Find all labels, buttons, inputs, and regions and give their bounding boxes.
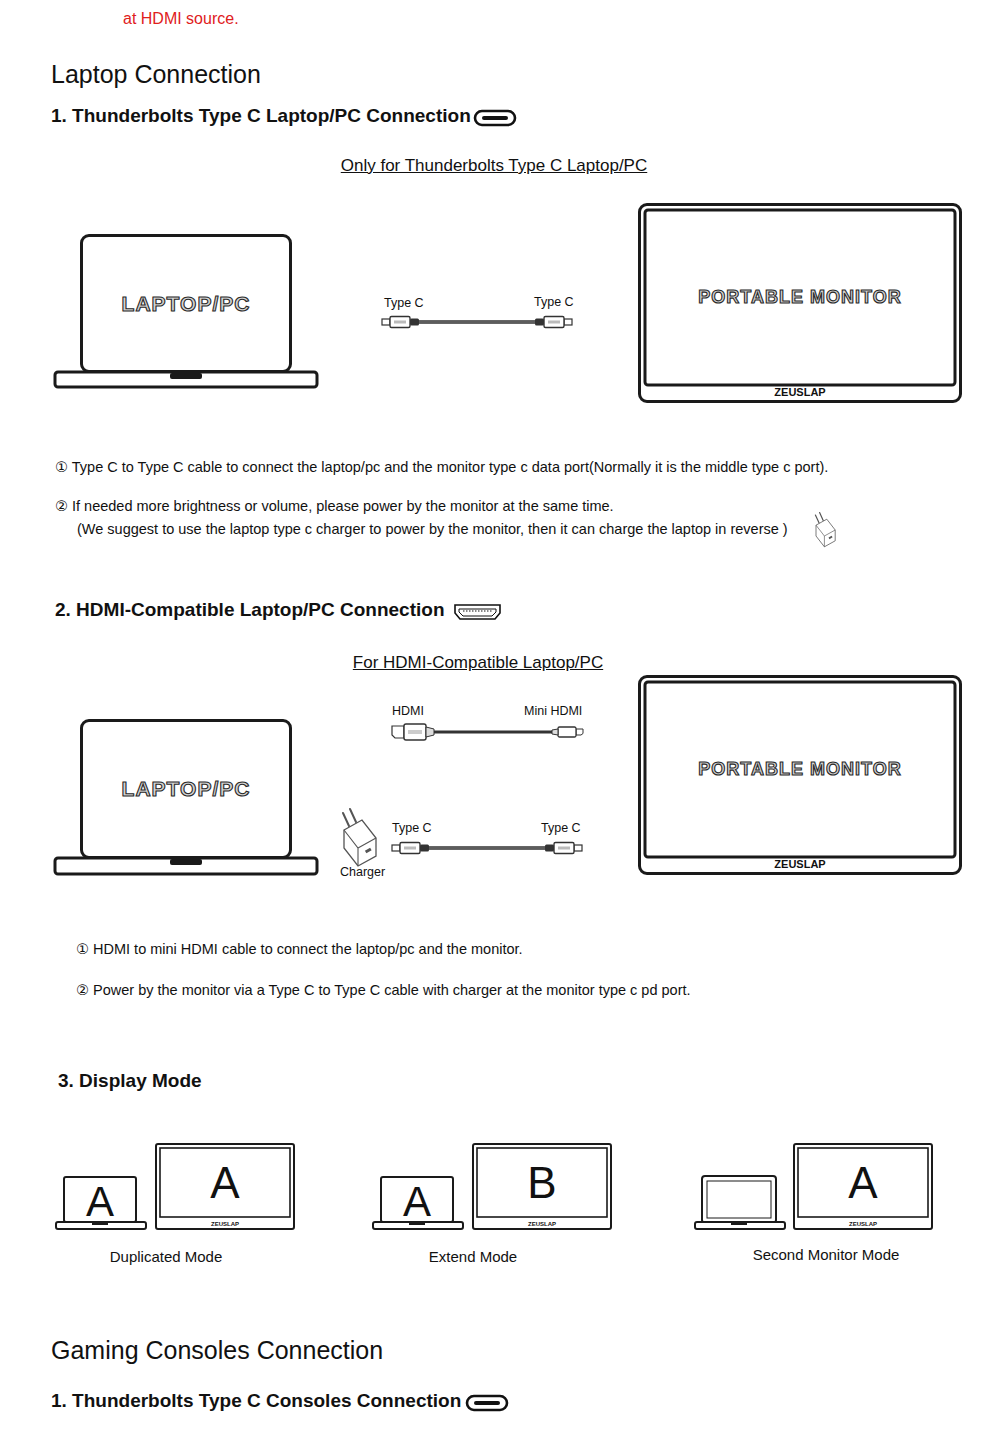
monitor-frame: PORTABLE MONITOR ZEUSLAP <box>638 203 962 403</box>
laptop-screen: LAPTOP/PC <box>80 234 292 373</box>
note-text: ② If needed more brightness or volume, p… <box>55 498 614 515</box>
drawing-part <box>545 843 582 854</box>
brand-label: ZEUSLAP <box>774 386 825 398</box>
brand-label: ZEUSLAP <box>849 1221 877 1228</box>
drawing-part <box>815 513 835 547</box>
drawing-part <box>702 1176 776 1223</box>
screen-label: LAPTOP/PC <box>122 777 251 800</box>
drawing-part <box>731 1222 747 1225</box>
drawing-part <box>707 1181 771 1218</box>
drawing-part <box>55 858 317 874</box>
cable-label: Mini HDMI <box>524 704 582 719</box>
section-heading: 1. Thunderbolts Type C Laptop/PC Connect… <box>51 105 471 128</box>
cable-label: Type C <box>541 821 581 836</box>
section-heading: 2. HDMI-Compatible Laptop/PC Connection <box>55 599 445 622</box>
cable-label: Type C <box>384 296 424 311</box>
laptop-screen: A <box>380 1176 454 1223</box>
drawing-part <box>645 682 955 857</box>
drawing-part <box>552 727 583 737</box>
drawing-part <box>455 605 500 619</box>
drawing-part <box>477 1148 607 1217</box>
drawing-part <box>798 1148 928 1217</box>
screen-letter: B <box>527 1159 556 1207</box>
note-text: ① HDMI to mini HDMI cable to connect the… <box>76 941 523 958</box>
drawing-part <box>455 605 500 619</box>
drawing-part <box>55 372 317 387</box>
drawing-part <box>695 1222 785 1229</box>
drawing-part <box>434 731 552 734</box>
section-heading: Gaming Consoles Connection <box>51 1335 383 1365</box>
drawing-part <box>475 111 515 125</box>
drawing-part <box>429 846 545 850</box>
section-heading: 3. Display Mode <box>58 1070 202 1093</box>
cable-label: HDMI <box>392 704 424 719</box>
screen-letter: A <box>848 1159 877 1207</box>
drawing-part <box>419 322 535 323</box>
drawing-part <box>160 1148 290 1217</box>
note-text: at HDMI source. <box>123 9 239 28</box>
screen-letter: A <box>403 1178 431 1224</box>
drawing-part <box>382 317 419 328</box>
section-heading: Laptop Connection <box>51 59 261 89</box>
drawing-part <box>467 1396 507 1410</box>
drawing-part <box>463 611 493 612</box>
brand-label: ZEUSLAP <box>528 1221 556 1228</box>
monitor-frame: PORTABLE MONITOR ZEUSLAP <box>638 675 962 875</box>
screen-letter: A <box>86 1178 114 1224</box>
subheading: For HDMI-Compatible Laptop/PC <box>353 653 603 673</box>
note-text: ② Power by the monitor via a Type C to T… <box>76 982 691 999</box>
brand-label: ZEUSLAP <box>774 858 825 870</box>
drawing-part <box>645 210 955 385</box>
laptop-screen: A <box>63 1176 137 1223</box>
drawing-part <box>459 609 496 616</box>
note-text: (We suggest to use the laptop type c cha… <box>77 521 788 538</box>
drawing-part <box>392 843 429 854</box>
laptop-screen: LAPTOP/PC <box>80 719 292 859</box>
monitor-frame: A ZEUSLAP <box>155 1143 295 1230</box>
monitor-frame: A ZEUSLAP <box>793 1143 933 1230</box>
screen-label: PORTABLE MONITOR <box>698 760 901 780</box>
drawing-part <box>170 373 202 379</box>
drawing-part <box>429 848 545 849</box>
drawing-part <box>419 320 535 324</box>
cable-label: Type C <box>392 821 432 836</box>
note-text: Extend Mode <box>429 1248 517 1266</box>
section-heading: 1. Thunderbolts Type C Consoles Connecti… <box>51 1390 461 1413</box>
screen-label: PORTABLE MONITOR <box>698 288 901 308</box>
drawing-part <box>343 809 376 866</box>
screen-label: LAPTOP/PC <box>122 292 251 315</box>
cable-label: Charger <box>340 865 385 880</box>
subheading: Only for Thunderbolts Type C Laptop/PC <box>341 156 648 176</box>
drawing-part <box>170 859 202 865</box>
note-text: ① Type C to Type C cable to connect the … <box>55 459 828 476</box>
drawing-part <box>392 724 434 740</box>
monitor-frame: B ZEUSLAP <box>472 1143 612 1230</box>
screen-letter: A <box>210 1159 239 1207</box>
cable-label: Type C <box>534 295 574 310</box>
note-text: Second Monitor Mode <box>753 1246 900 1264</box>
note-text: Duplicated Mode <box>110 1248 223 1266</box>
brand-label: ZEUSLAP <box>211 1221 239 1228</box>
drawing-part <box>535 317 572 328</box>
